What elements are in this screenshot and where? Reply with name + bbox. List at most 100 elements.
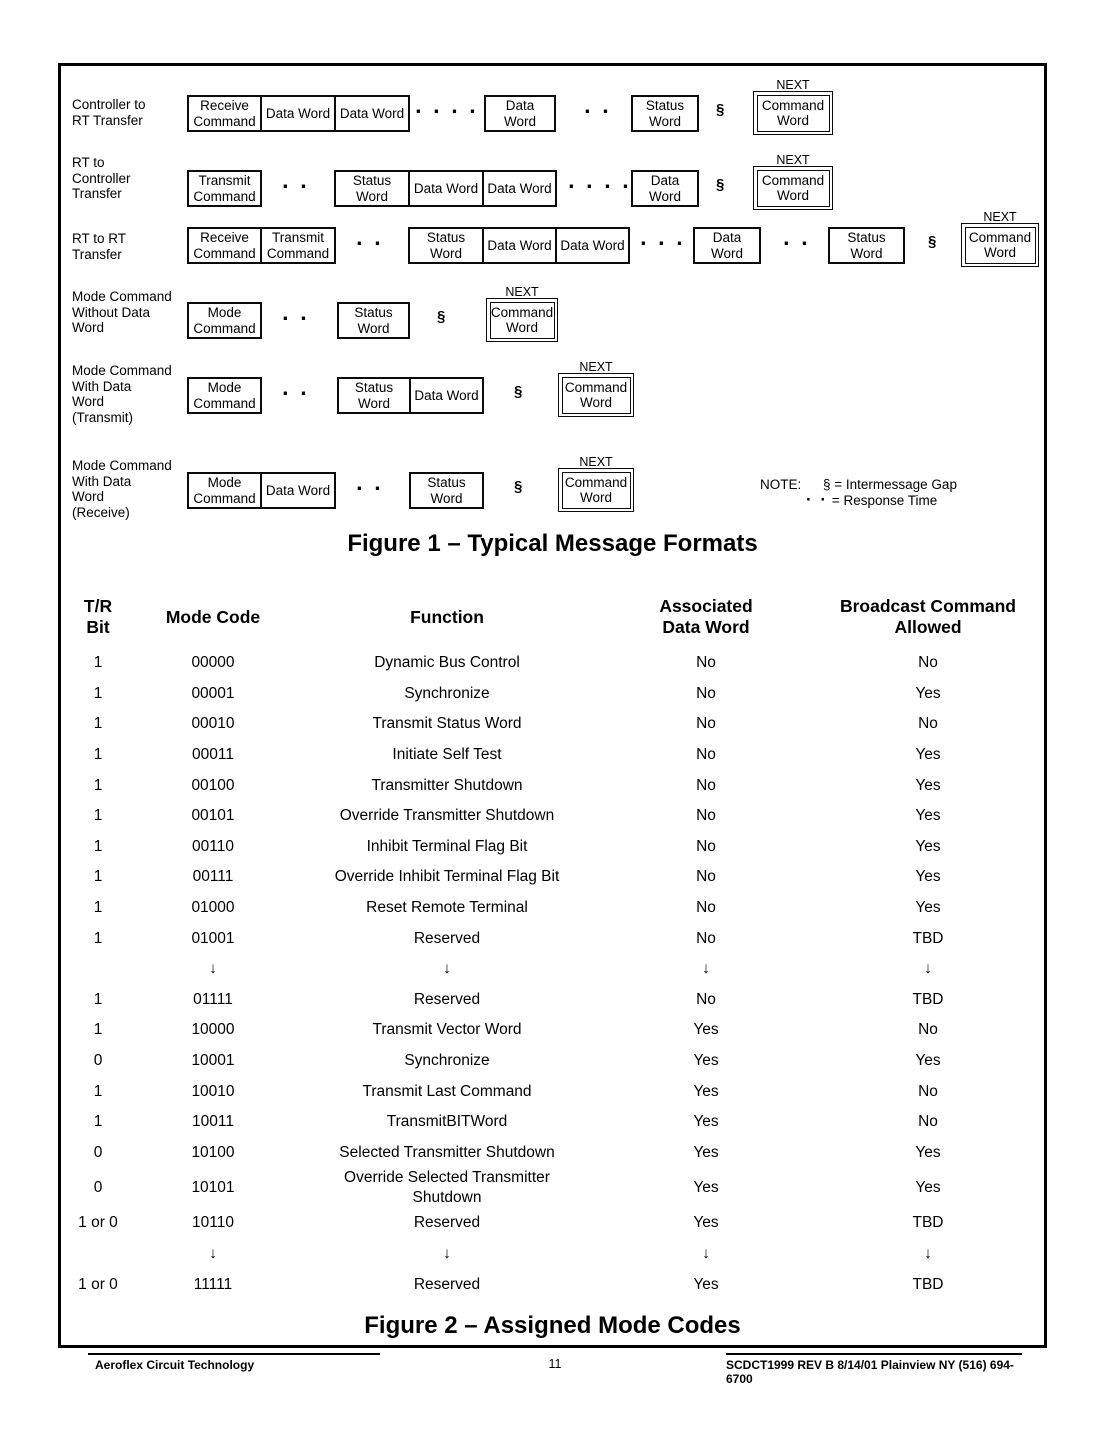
table-cell: No: [696, 807, 716, 825]
message-word-box: Data Word: [631, 170, 699, 207]
intermessage-gap-symbol: §: [514, 383, 523, 400]
note-label: NOTE:: [760, 477, 802, 492]
table-cell: Yes: [693, 1275, 719, 1293]
next-command-word-box: Command Word: [961, 223, 1039, 267]
next-command-word-box: Command Word: [753, 91, 833, 135]
table-cell: Yes: [693, 1052, 719, 1070]
table-cell: Yes: [915, 746, 941, 764]
message-word-box: Status Word: [408, 227, 484, 264]
table-cell: 00100: [191, 776, 235, 794]
table-cell: No: [696, 929, 716, 947]
table-cell: No: [696, 684, 716, 702]
table-cell: 10000: [191, 1021, 235, 1039]
table-cell: Yes: [915, 1179, 941, 1197]
message-word-box: Data Word: [408, 170, 484, 207]
response-time-dots: · ·: [356, 475, 384, 501]
intermessage-gap-symbol: §: [716, 101, 725, 118]
note-gap-definition: § = Intermessage Gap: [823, 477, 957, 492]
message-word-box: Data Word: [334, 95, 410, 132]
transfer-type-label: RT to RT Transfer: [72, 231, 127, 262]
table-cell: Synchronize: [404, 1052, 490, 1070]
table-cell: Synchronize: [404, 684, 490, 702]
table-cell: 11111: [193, 1275, 233, 1293]
table-cell: Reset Remote Terminal: [366, 899, 528, 917]
message-word-box: Data Word: [482, 227, 557, 264]
table-cell: No: [696, 837, 716, 855]
table-cell: Yes: [693, 1082, 719, 1100]
column-header: Mode Code: [165, 606, 261, 627]
message-word-box: Status Word: [337, 302, 410, 339]
message-word-box: Mode Command: [187, 302, 262, 339]
table-cell: Override Inhibit Terminal Flag Bit: [334, 868, 560, 886]
message-word-box: Status Word: [828, 227, 905, 264]
table-cell: 1 or 0: [78, 1214, 118, 1232]
column-header: Function: [410, 606, 484, 627]
table-cell: TBD: [912, 990, 944, 1008]
table-cell: TBD: [912, 929, 944, 947]
column-header: Broadcast Command Allowed: [839, 596, 1016, 637]
response-time-dots: · ·: [282, 380, 310, 406]
table-cell: Reserved: [413, 929, 481, 947]
table-cell: 1: [93, 684, 103, 702]
figure2-caption: Figure 2 – Assigned Mode Codes: [364, 1312, 741, 1339]
table-cell: Yes: [915, 837, 941, 855]
table-cell: No: [918, 1021, 938, 1039]
table-cell: No: [696, 899, 716, 917]
next-command-word-box: Command Word: [486, 298, 558, 342]
message-word-box: Status Word: [631, 95, 699, 132]
ellipsis-dots: · · · ·: [568, 173, 632, 199]
command-word: Command Word: [489, 301, 555, 339]
table-cell: 10001: [191, 1052, 235, 1070]
message-word-box: Mode Command: [187, 472, 262, 509]
table-cell: 00001: [191, 684, 235, 702]
intermessage-gap-symbol: §: [716, 176, 725, 193]
table-cell: 00110: [192, 837, 234, 855]
table-cell: 0: [93, 1052, 103, 1070]
message-word-box: Data Word: [260, 95, 336, 132]
table-cell: No: [696, 715, 716, 733]
table-cell: 00010: [191, 715, 235, 733]
table-cell: Yes: [915, 1143, 941, 1161]
command-word: Command Word: [756, 169, 830, 207]
table-cell: 1: [93, 654, 103, 672]
message-word-box: Mode Command: [187, 377, 262, 414]
table-cell: Transmitter Shutdown: [371, 776, 523, 794]
table-cell: TBD: [912, 1275, 944, 1293]
message-word-box: Data Word: [693, 227, 761, 264]
table-cell: ↓: [924, 960, 932, 978]
message-word-box: Data Word: [484, 95, 556, 132]
table-row: ↓↓↓↓: [60, 1239, 1048, 1270]
message-word-box: Receive Command: [187, 227, 262, 264]
next-command-word-box: Command Word: [753, 166, 833, 210]
table-cell: Transmit Status Word: [372, 715, 522, 733]
table-cell: 1 or 0: [78, 1275, 118, 1293]
next-label: NEXT: [505, 285, 539, 299]
table-cell: 1: [93, 929, 103, 947]
table-cell: 10101: [191, 1179, 235, 1197]
ellipsis-dots: · · · ·: [640, 230, 704, 256]
message-word-box: Receive Command: [187, 95, 262, 132]
table-cell: No: [696, 990, 716, 1008]
table-cell: 01000: [191, 899, 235, 917]
next-label: NEXT: [776, 153, 810, 167]
table-cell: 01111: [193, 990, 233, 1008]
table-cell: Yes: [693, 1021, 719, 1039]
command-word: Command Word: [561, 376, 631, 414]
message-word-box: Transmit Command: [260, 227, 336, 264]
table-cell: Override Selected Transmitter Shutdown: [344, 1169, 550, 1207]
table-cell: 1: [93, 807, 103, 825]
message-word-box: Data Word: [555, 227, 630, 264]
